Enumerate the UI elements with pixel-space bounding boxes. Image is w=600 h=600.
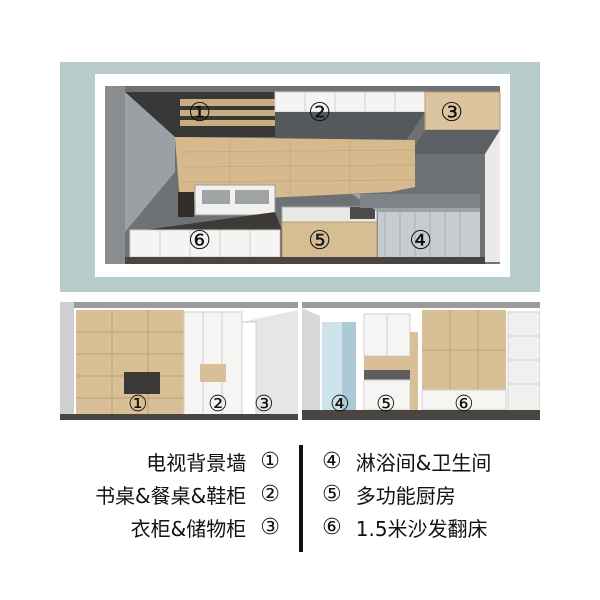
legend-number: ②	[260, 481, 280, 507]
legend-number: ⑤	[322, 481, 342, 507]
photo-label-2: ②	[208, 392, 228, 417]
legend-number: ①	[260, 448, 280, 474]
legend-item-3: 衣柜&储物柜 ③	[131, 512, 280, 542]
legend-number: ⑥	[322, 514, 342, 540]
photo-label-1: ①	[128, 392, 148, 417]
photo-label-3: ③	[254, 392, 274, 417]
photo-label-6: ⑥	[454, 392, 474, 417]
floor-plan-image	[60, 62, 540, 292]
legend-item-6: ⑥ 1.5米沙发翻床	[322, 512, 488, 542]
legend-number: ④	[322, 448, 342, 474]
plan-label-3: ③	[440, 98, 464, 128]
legend-text: 淋浴间&卫生间	[355, 450, 492, 475]
legend-item-5: ⑤ 多功能厨房	[322, 479, 456, 509]
legend-item-1: 电视背景墙 ①	[146, 446, 280, 476]
photo-label-4: ④	[330, 392, 350, 417]
plan-label-1: ①	[188, 98, 212, 128]
legend-number: ③	[260, 514, 280, 540]
legend-text: 1.5米沙发翻床	[355, 516, 488, 541]
render-photo-left	[60, 302, 298, 420]
plan-label-5: ⑤	[308, 226, 332, 256]
plan-label-4: ④	[409, 226, 433, 256]
legend-text: 书桌&餐桌&鞋柜	[95, 483, 247, 508]
photo-label-5: ⑤	[376, 392, 396, 417]
legend-text: 衣柜&储物柜	[130, 516, 247, 541]
legend-item-2: 书桌&餐桌&鞋柜 ②	[95, 479, 280, 509]
render-photo-right	[302, 302, 540, 420]
legend-text: 电视背景墙	[146, 450, 247, 475]
legend-divider	[299, 445, 303, 552]
legend-text: 多功能厨房	[355, 483, 456, 508]
plan-label-2: ②	[308, 98, 332, 128]
plan-label-6: ⑥	[188, 226, 212, 256]
legend-item-4: ④ 淋浴间&卫生间	[322, 446, 491, 476]
